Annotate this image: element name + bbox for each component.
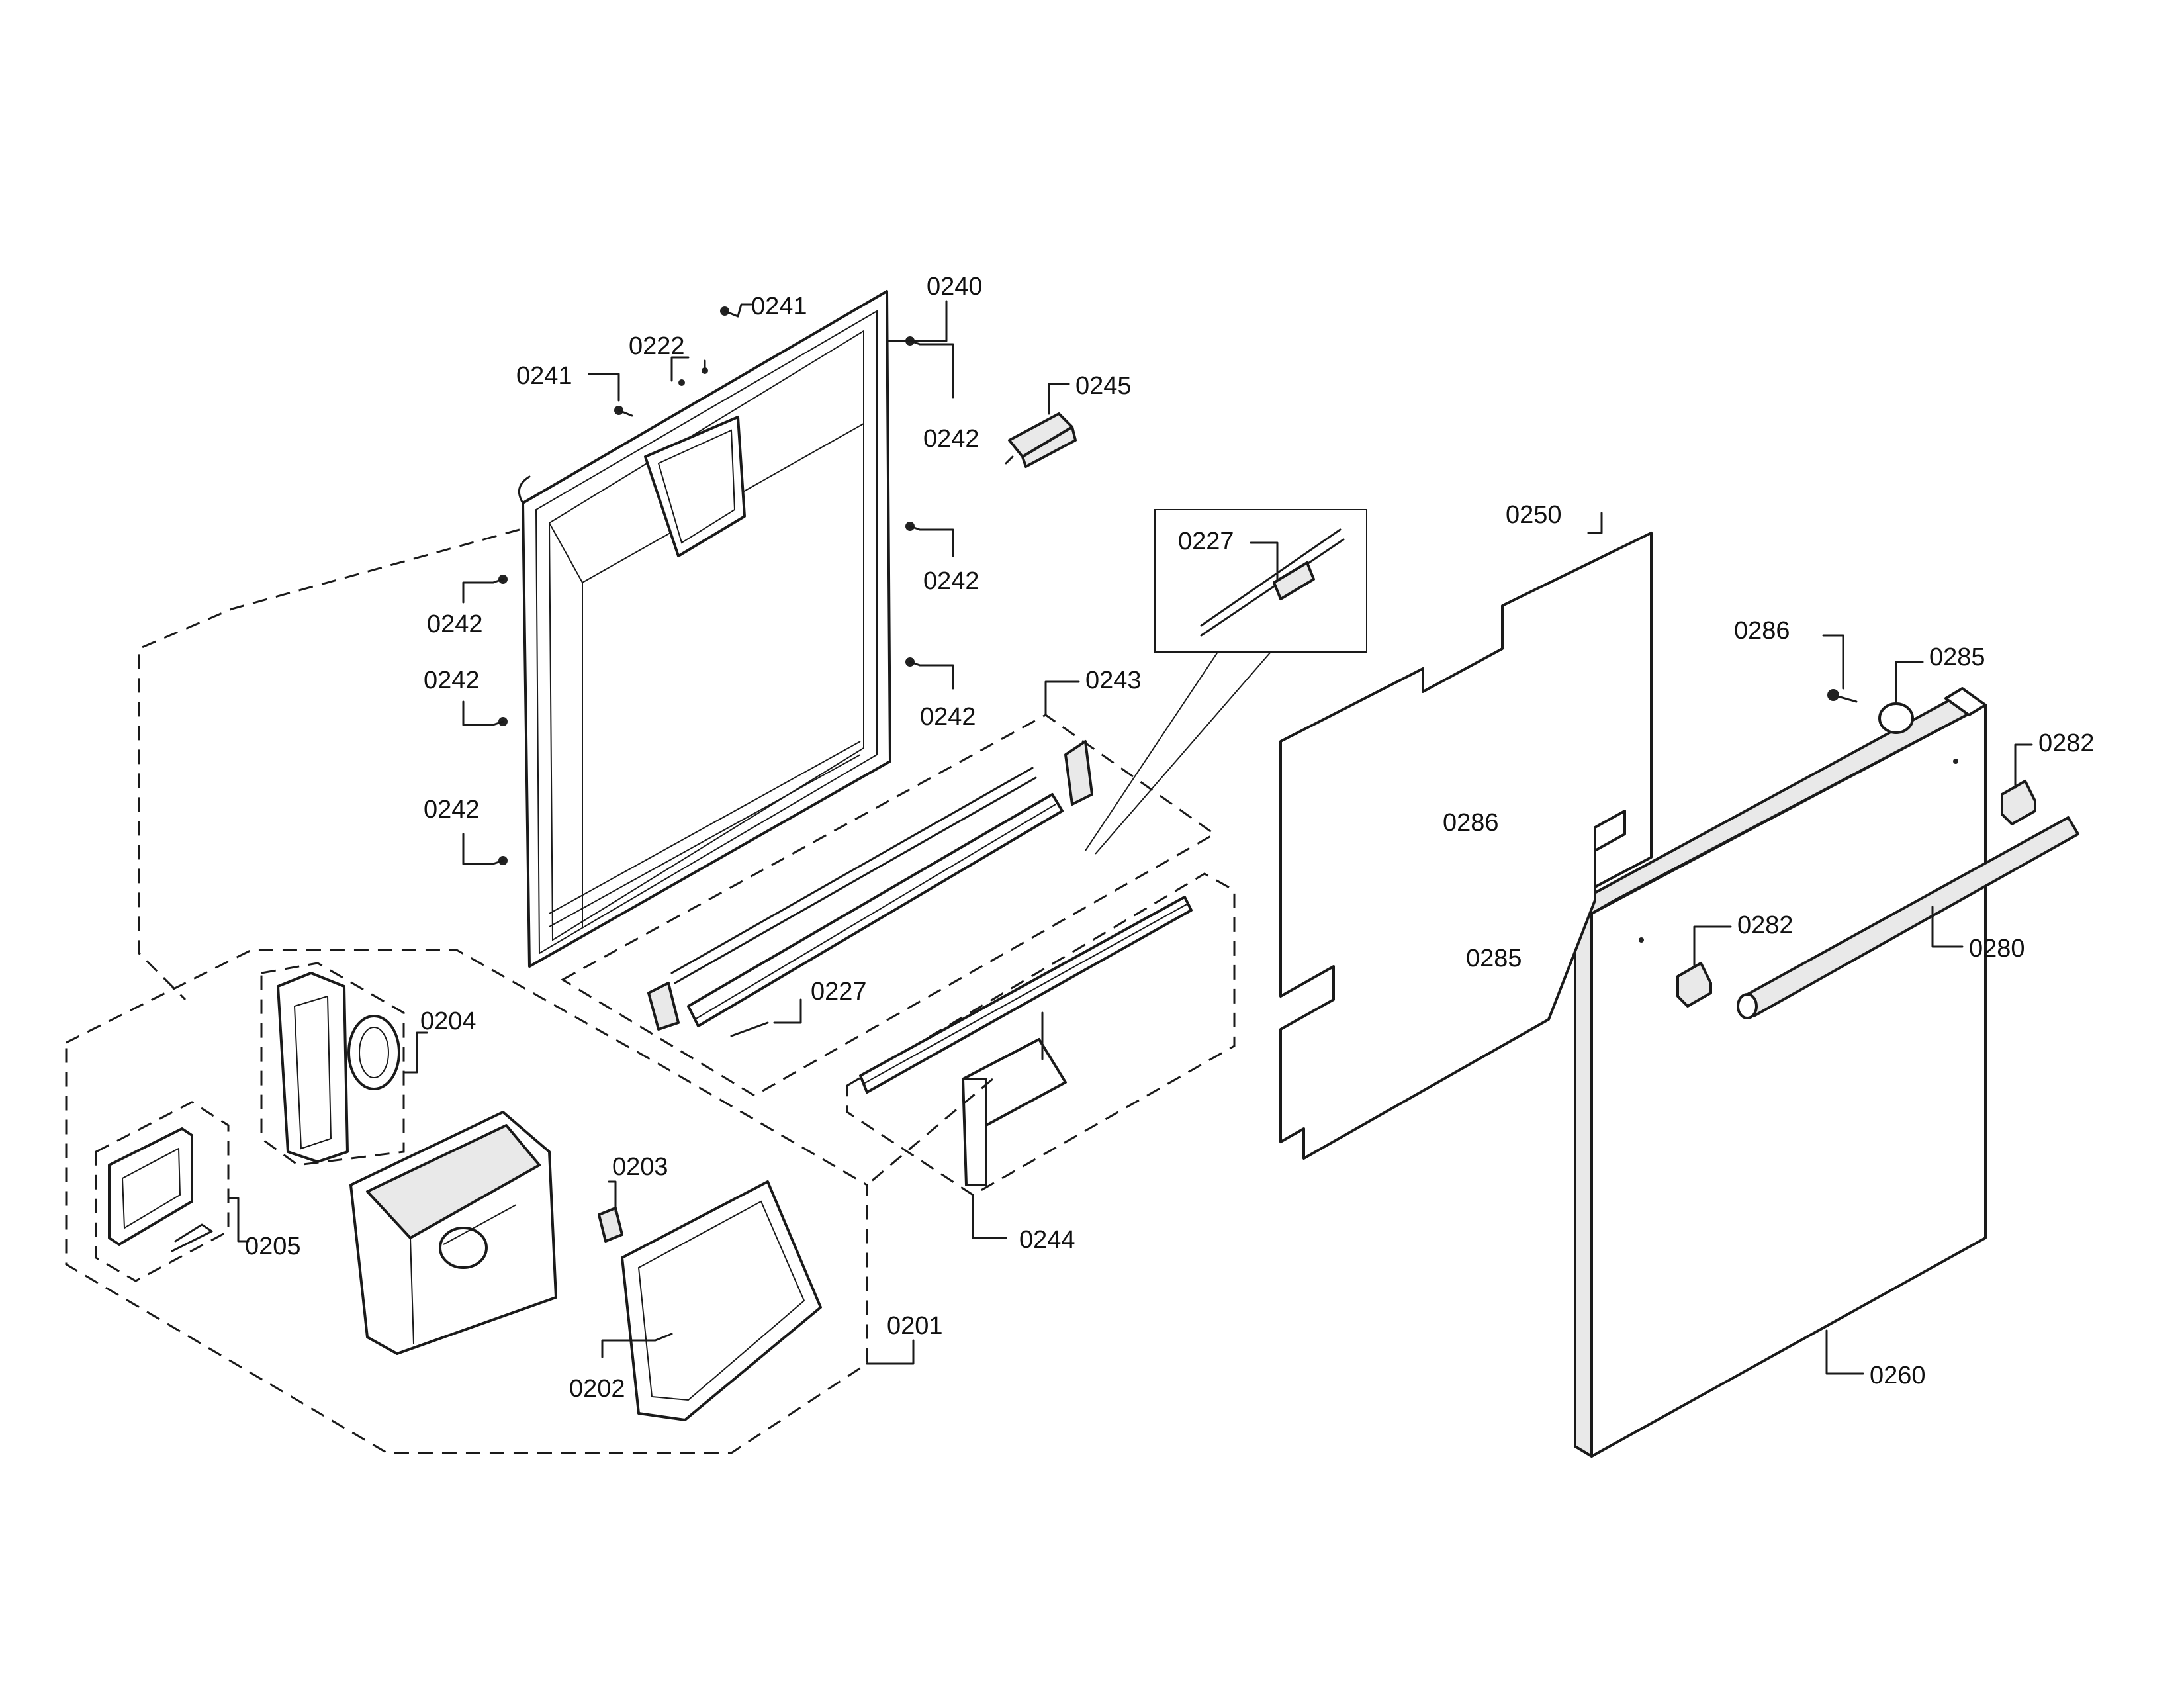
label-0285: 0285: [1929, 643, 1985, 671]
label-0242: 0242: [424, 796, 480, 823]
label-0242: 0242: [923, 567, 979, 595]
label-0282: 0282: [1737, 912, 1794, 939]
label-0241: 0241: [751, 293, 807, 320]
label-0202: 0202: [569, 1375, 625, 1403]
label-0241: 0241: [516, 362, 572, 390]
label-0204: 0204: [420, 1008, 477, 1035]
label-0244: 0244: [1019, 1226, 1075, 1254]
label-0243: 0243: [1085, 667, 1142, 694]
label-0205: 0205: [245, 1233, 301, 1260]
label-0227: 0227: [1178, 528, 1234, 555]
label-0227: 0227: [811, 978, 867, 1006]
label-0222: 0222: [629, 332, 685, 360]
label-0240: 0240: [927, 273, 983, 301]
label-0242: 0242: [923, 425, 979, 453]
dashed-connection-2: [866, 1078, 993, 1186]
label-0260: 0260: [1870, 1362, 1926, 1389]
door-handle: [1737, 816, 2079, 1019]
part-labels: 0240 0241 0222 0241 0245 0242 0242 0242 …: [245, 273, 2095, 1403]
insulation-panel: [1279, 512, 1653, 1160]
label-0286: 0286: [1443, 809, 1499, 837]
label-0280: 0280: [1969, 935, 2025, 962]
hinge-assembly: [846, 872, 1236, 1239]
leader-lines-top: [462, 300, 1070, 865]
dashed-connection: [138, 528, 520, 1001]
seal-assembly: [560, 680, 1216, 1097]
frame-screws: [492, 306, 921, 865]
outer-door-panel: [1574, 687, 1987, 1458]
label-0242: 0242: [424, 667, 480, 694]
handle-brackets: [1676, 743, 2036, 1008]
label-0282: 0282: [2038, 729, 2095, 757]
inner-door-frame: [518, 290, 891, 968]
label-0285: 0285: [1466, 945, 1522, 972]
label-0286: 0286: [1734, 617, 1790, 645]
label-0201: 0201: [887, 1312, 943, 1340]
latch-bracket: [1005, 412, 1077, 468]
label-0245: 0245: [1075, 372, 1132, 400]
label-0242: 0242: [427, 610, 483, 638]
label-0242: 0242: [920, 703, 976, 731]
control-assembly: [65, 949, 915, 1454]
label-0203: 0203: [612, 1153, 668, 1181]
detail-inset-box: [1085, 509, 1367, 855]
label-0250: 0250: [1506, 501, 1562, 529]
